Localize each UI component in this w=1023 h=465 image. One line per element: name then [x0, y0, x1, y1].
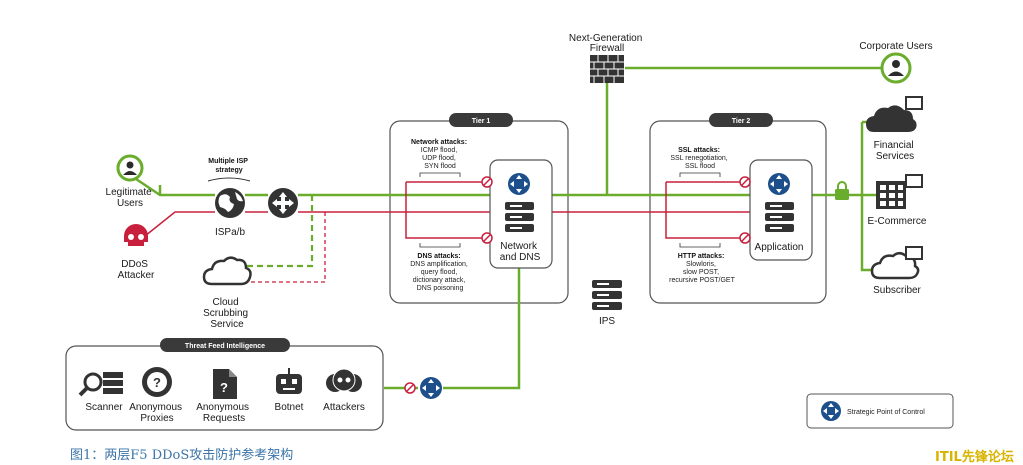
- control-point-tier2-icon: [768, 173, 790, 195]
- http-attacks-bracket: [679, 243, 721, 248]
- router-icon: [268, 188, 298, 218]
- subscriber-icon: [870, 246, 923, 280]
- tier1-title: Tier 1: [472, 118, 491, 125]
- ssl-attacks-label: SSL attacks: SSL renegotiation, SSL floo…: [670, 147, 729, 170]
- dns-attacks-label: DNS attacks: DNS amplification, query fl…: [410, 253, 470, 292]
- corporate-users-label: Corporate Users: [859, 41, 932, 52]
- attackers-icon: [326, 368, 362, 392]
- server-tier1-icon: [505, 202, 534, 232]
- cloud-scrubbing-icon: [202, 256, 252, 286]
- ddos-attacker-label: DDoS Attacker: [118, 259, 155, 281]
- legitimate-users-icon: [116, 154, 144, 182]
- ips-label: IPS: [599, 316, 615, 327]
- control-point-threat-feed-icon: [420, 377, 442, 399]
- tier2-tab: Tier 2: [709, 113, 773, 127]
- ecommerce-label: E-Commerce: [868, 216, 927, 227]
- anonymous-proxies-label: Anonymous Proxies: [129, 402, 185, 424]
- svg-text:?: ?: [153, 375, 161, 390]
- scanner-icon: [78, 372, 123, 397]
- ngfw-label: Next-Generation Firewall: [569, 33, 645, 54]
- scrubbing-green-dashed: [246, 195, 314, 268]
- watermark: ITIL先锋论坛: [935, 450, 1014, 465]
- attackers-label: Attackers: [323, 402, 365, 413]
- tier2-title: Tier 2: [732, 118, 751, 125]
- firewall-icon: [590, 55, 624, 83]
- network-attacks-label: Network attacks: ICMP flood, UDP flood, …: [411, 139, 469, 170]
- botnet-label: Botnet: [275, 402, 304, 413]
- subscriber-label: Subscriber: [873, 285, 921, 296]
- cloud-scrubbing-label: Cloud Scrubbing Service: [203, 297, 251, 330]
- multiple-isp-label: Multiple ISP strategy: [208, 158, 250, 174]
- block-point-tier2-bottom: [739, 232, 751, 244]
- anonymous-proxies-icon: ?: [142, 367, 172, 397]
- financial-services-icon: [866, 96, 923, 132]
- control-point-tier1-icon: [508, 173, 530, 195]
- legitimate-users-label: Legitimate Users: [106, 187, 155, 209]
- botnet-icon: [276, 368, 302, 394]
- isp-bracket: [207, 177, 251, 182]
- anonymous-requests-icon: ?: [213, 369, 237, 399]
- financial-services-label: Financial Services: [874, 140, 917, 162]
- application-label: Application: [755, 242, 804, 253]
- ddos-attacker-icon: [124, 224, 148, 246]
- block-point-tier1-bottom: [481, 232, 493, 244]
- block-point-tier1-top: [481, 176, 493, 188]
- threat-feed-tab: Threat Feed Intelligence: [160, 338, 290, 352]
- http-attacks-label: HTTP attacks: Slowloris, slow POST, recu…: [669, 253, 735, 284]
- block-point-threat-feed: [404, 382, 416, 394]
- isp-label: ISPa/b: [215, 227, 245, 238]
- network-dns-label: Network and DNS: [500, 241, 541, 263]
- tier1-tab: Tier 1: [449, 113, 513, 127]
- server-tier2-icon: [765, 202, 794, 232]
- legend-control-point-icon: [821, 401, 841, 421]
- dns-attacks-bracket: [419, 243, 461, 248]
- network-attacks-bracket: [419, 172, 461, 177]
- scanner-label: Scanner: [85, 402, 123, 413]
- scrubbing-red-dashed: [246, 212, 326, 283]
- lock-icon: [835, 181, 849, 200]
- threat-feed-title: Threat Feed Intelligence: [185, 343, 265, 350]
- anonymous-requests-label: Anonymous Requests: [196, 402, 252, 424]
- corporate-users-icon: [880, 52, 912, 84]
- block-point-tier2-top: [739, 176, 751, 188]
- ecommerce-icon: [876, 174, 923, 209]
- attack-path: [139, 181, 760, 241]
- ssl-attacks-bracket: [679, 172, 721, 177]
- figure-caption: 图1：两层F5 DDoS攻击防护参考架构: [70, 448, 294, 463]
- legend-box: [806, 393, 954, 429]
- ips-icon: [592, 280, 622, 310]
- globe-icon: [215, 188, 245, 218]
- legend-label: Strategic Point of Control: [847, 409, 925, 416]
- svg-text:?: ?: [220, 380, 228, 395]
